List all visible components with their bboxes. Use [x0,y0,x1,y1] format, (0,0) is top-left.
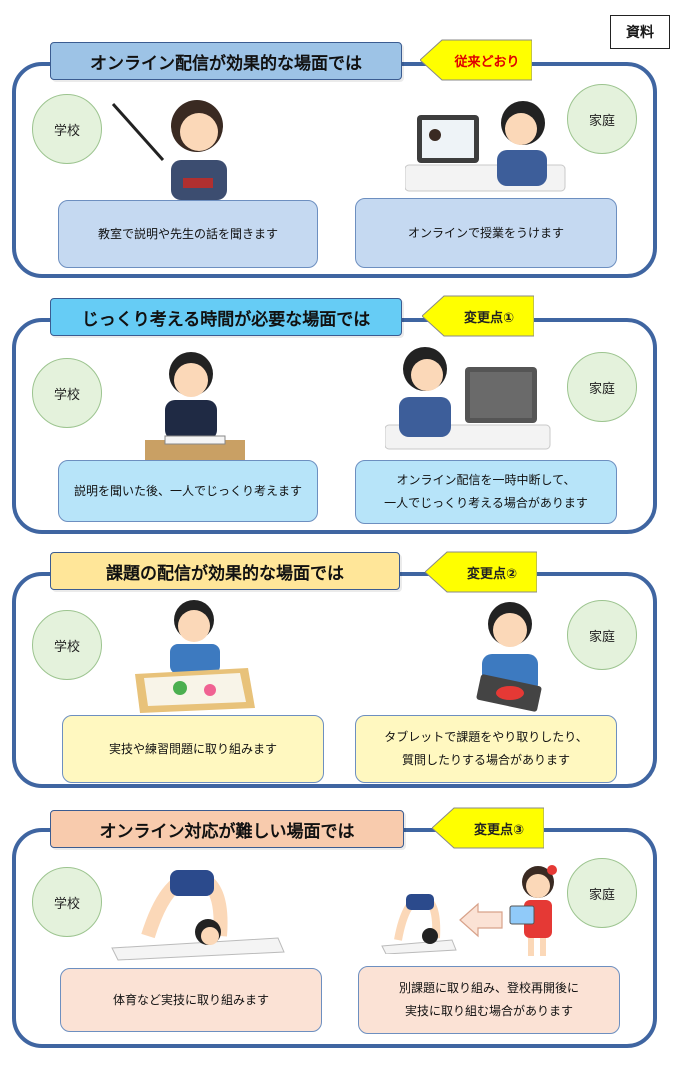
left-arrow-icon [459,902,503,938]
student-painting-illustration [135,600,255,713]
section-4-home-caption: 別課題に取り組み、登校再開後に 実技に取り組む場合があります [358,966,620,1034]
section-4-home-circle: 家庭 [567,858,637,928]
student-online-lesson-illustration [405,101,566,192]
section-3-badge: 変更点② [425,550,537,594]
section-4-badge: 変更点③ [432,806,544,850]
student-studying-at-desk-illustration [145,352,245,462]
badge-arrow-shape [422,295,534,337]
section-1-home-circle: 家庭 [567,84,637,154]
section-3-home-circle: 家庭 [567,600,637,670]
badge-arrow-shape [425,551,537,593]
badge-arrow-shape [432,807,544,849]
section-3-home-caption: タブレットで課題をやり取りしたり、 質問したりする場合があります [355,715,617,783]
section-4-title: オンライン対応が難しい場面では [50,810,404,848]
student-with-tablet-illustration [476,602,542,712]
section-2-school-circle: 学校 [32,358,102,428]
teacher-pointing-illustration [111,100,227,200]
student-at-monitor-illustration [385,347,551,450]
section-1-badge-label: 従来どおり [454,54,520,70]
student-headstand-small-illustration [381,894,457,954]
section-1-school-caption: 教室で説明や先生の話を聞きます [58,200,318,268]
section-3-school-circle: 学校 [32,610,102,680]
section-4-badge-label: 変更点③ [473,822,524,838]
section-4-school-circle: 学校 [32,867,102,937]
section-3-school-caption: 実技や練習問題に取り組みます [62,715,324,783]
section-1-title: オンライン配信が効果的な場面では [50,42,402,80]
girl-with-tablet-illustration [509,865,557,956]
document-tag: 資料 [610,15,670,49]
section-3-title: 課題の配信が効果的な場面では [50,552,400,590]
section-1-badge: 従来どおり [420,38,532,82]
section-2-title: じっくり考える時間が必要な場面では [50,298,402,336]
section-3-badge-label: 変更点② [466,566,517,582]
section-2-badge-label: 変更点① [463,310,514,326]
section-4-school-caption: 体育など実技に取り組みます [60,968,322,1032]
badge-arrow-shape [420,39,532,81]
section-2-school-caption: 説明を聞いた後、一人でじっくり考えます [58,460,318,522]
section-2-badge: 変更点① [422,294,534,338]
student-doing-headstand-illustration [111,870,285,961]
section-1-school-circle: 学校 [32,94,102,164]
section-1-home-caption: オンラインで授業をうけます [355,198,617,268]
section-2-home-circle: 家庭 [567,352,637,422]
section-2-home-caption: オンライン配信を一時中断して、 一人でじっくり考える場合があります [355,460,617,524]
